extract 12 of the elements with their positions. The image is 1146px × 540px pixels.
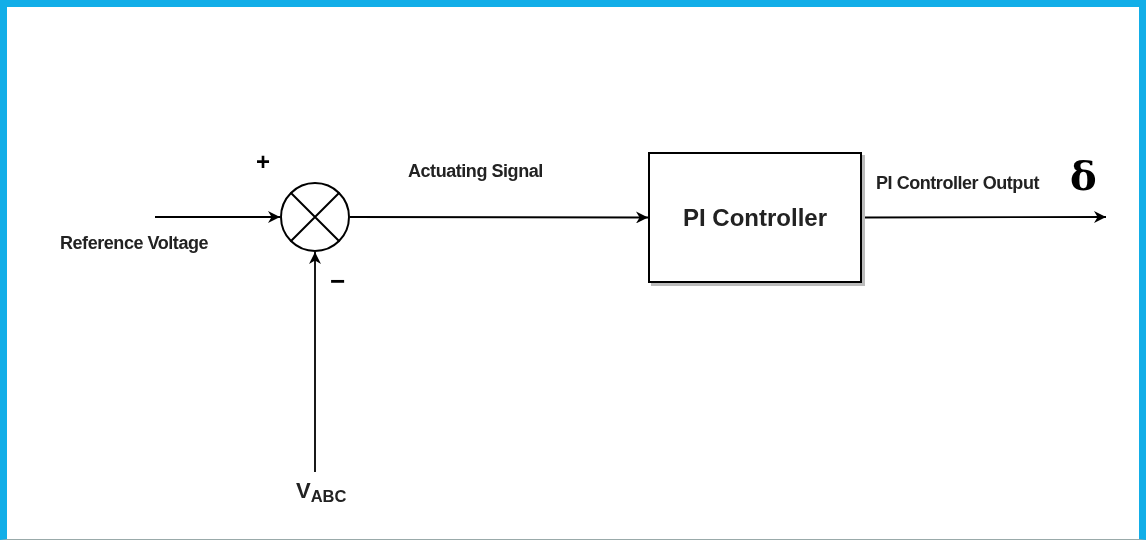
arrow [154, 211, 281, 223]
sign-symbol: − [330, 268, 346, 294]
process-box: PI Controller [648, 152, 862, 283]
edge-label: Reference Voltage [60, 232, 209, 255]
summing-junction [280, 182, 350, 252]
edge-label: PI Controller Output [876, 172, 1039, 195]
arrow [309, 251, 321, 473]
sign-symbol: + [256, 150, 270, 174]
output-symbol: δ [1070, 156, 1097, 196]
arrow [349, 211, 649, 224]
edge-label: Actuating Signal [408, 160, 543, 183]
signal-label: V$_{ABC}$ [296, 472, 366, 512]
